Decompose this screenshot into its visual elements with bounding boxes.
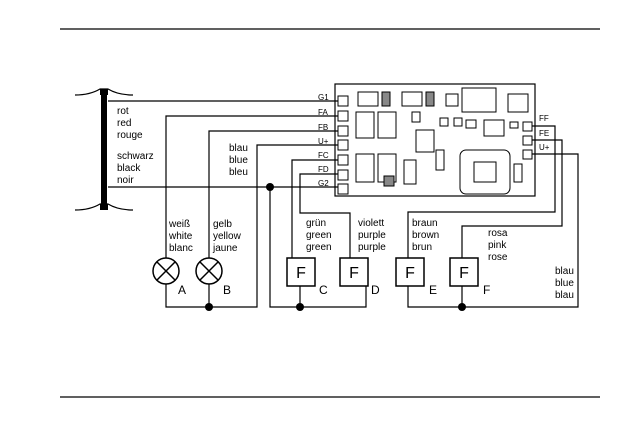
svg-text:blau: blau [229,143,248,154]
output-e-label: E [429,283,437,297]
svg-text:F: F [405,265,415,282]
wire-label-green: grün green green [306,218,332,253]
svg-text:blanc: blanc [169,243,193,254]
svg-text:gelb: gelb [213,219,232,230]
wire-label-black: schwarz black noir [117,151,154,186]
junction-dot [205,303,213,311]
pin-uplus-right-label: U+ [539,143,550,152]
svg-text:red: red [117,118,131,129]
lamp-b [196,258,222,284]
svg-text:rose: rose [488,252,508,263]
svg-text:rouge: rouge [117,130,143,141]
svg-text:bleu: bleu [229,167,248,178]
svg-text:rosa: rosa [488,228,508,239]
output-f-label: F [483,283,490,297]
pin-fd-label: FD [318,165,329,174]
output-b-label: B [223,283,231,297]
svg-text:blue: blue [229,155,248,166]
svg-text:F: F [459,265,469,282]
svg-text:braun: braun [412,218,438,229]
wire-label-brown: braun brown brun [412,218,439,253]
wire-label-red: rot red rouge [117,106,143,141]
function-box-e: F [396,258,424,286]
svg-text:blue: blue [555,278,574,289]
junction-dot [266,183,274,191]
svg-text:grün: grün [306,218,326,229]
svg-text:rot: rot [117,106,129,117]
junction-dot [296,303,304,311]
decoder-board [335,84,535,196]
svg-text:blau: blau [555,266,574,277]
svg-text:violett: violett [358,218,384,229]
pin-fc-label: FC [318,151,329,160]
svg-text:brun: brun [412,242,432,253]
function-box-c: F [287,258,315,286]
wire-label-white: weiß white blanc [168,219,193,254]
pin-ff-label: FF [539,114,549,123]
wire-label-pink: rosa pink rose [488,228,508,263]
wire-label-blue-right: blau blue blau [555,266,574,301]
svg-text:black: black [117,163,141,174]
svg-text:schwarz: schwarz [117,151,154,162]
junction-dot [458,303,466,311]
output-a-label: A [178,283,186,297]
svg-text:F: F [296,265,306,282]
svg-text:white: white [168,231,193,242]
output-d-label: D [371,283,380,297]
function-box-d: F [340,258,368,286]
svg-text:purple: purple [358,242,386,253]
output-c-label: C [319,283,328,297]
svg-text:F: F [349,265,359,282]
svg-text:green: green [306,230,332,241]
pin-fe-label: FE [539,129,549,138]
svg-text:pink: pink [488,240,507,251]
svg-text:purple: purple [358,230,386,241]
wire-label-yellow: gelb yellow jaune [212,219,242,254]
svg-text:noir: noir [117,175,134,186]
svg-text:brown: brown [412,230,439,241]
wire-label-blue-left: blau blue bleu [229,143,248,178]
svg-text:blau: blau [555,290,574,301]
function-box-f: F [450,258,478,286]
svg-text:jaune: jaune [212,243,238,254]
wire-label-violet: violett purple purple [358,218,386,253]
lamp-a [153,258,179,284]
svg-text:weiß: weiß [168,219,190,230]
svg-text:green: green [306,242,332,253]
svg-text:yellow: yellow [213,231,242,242]
